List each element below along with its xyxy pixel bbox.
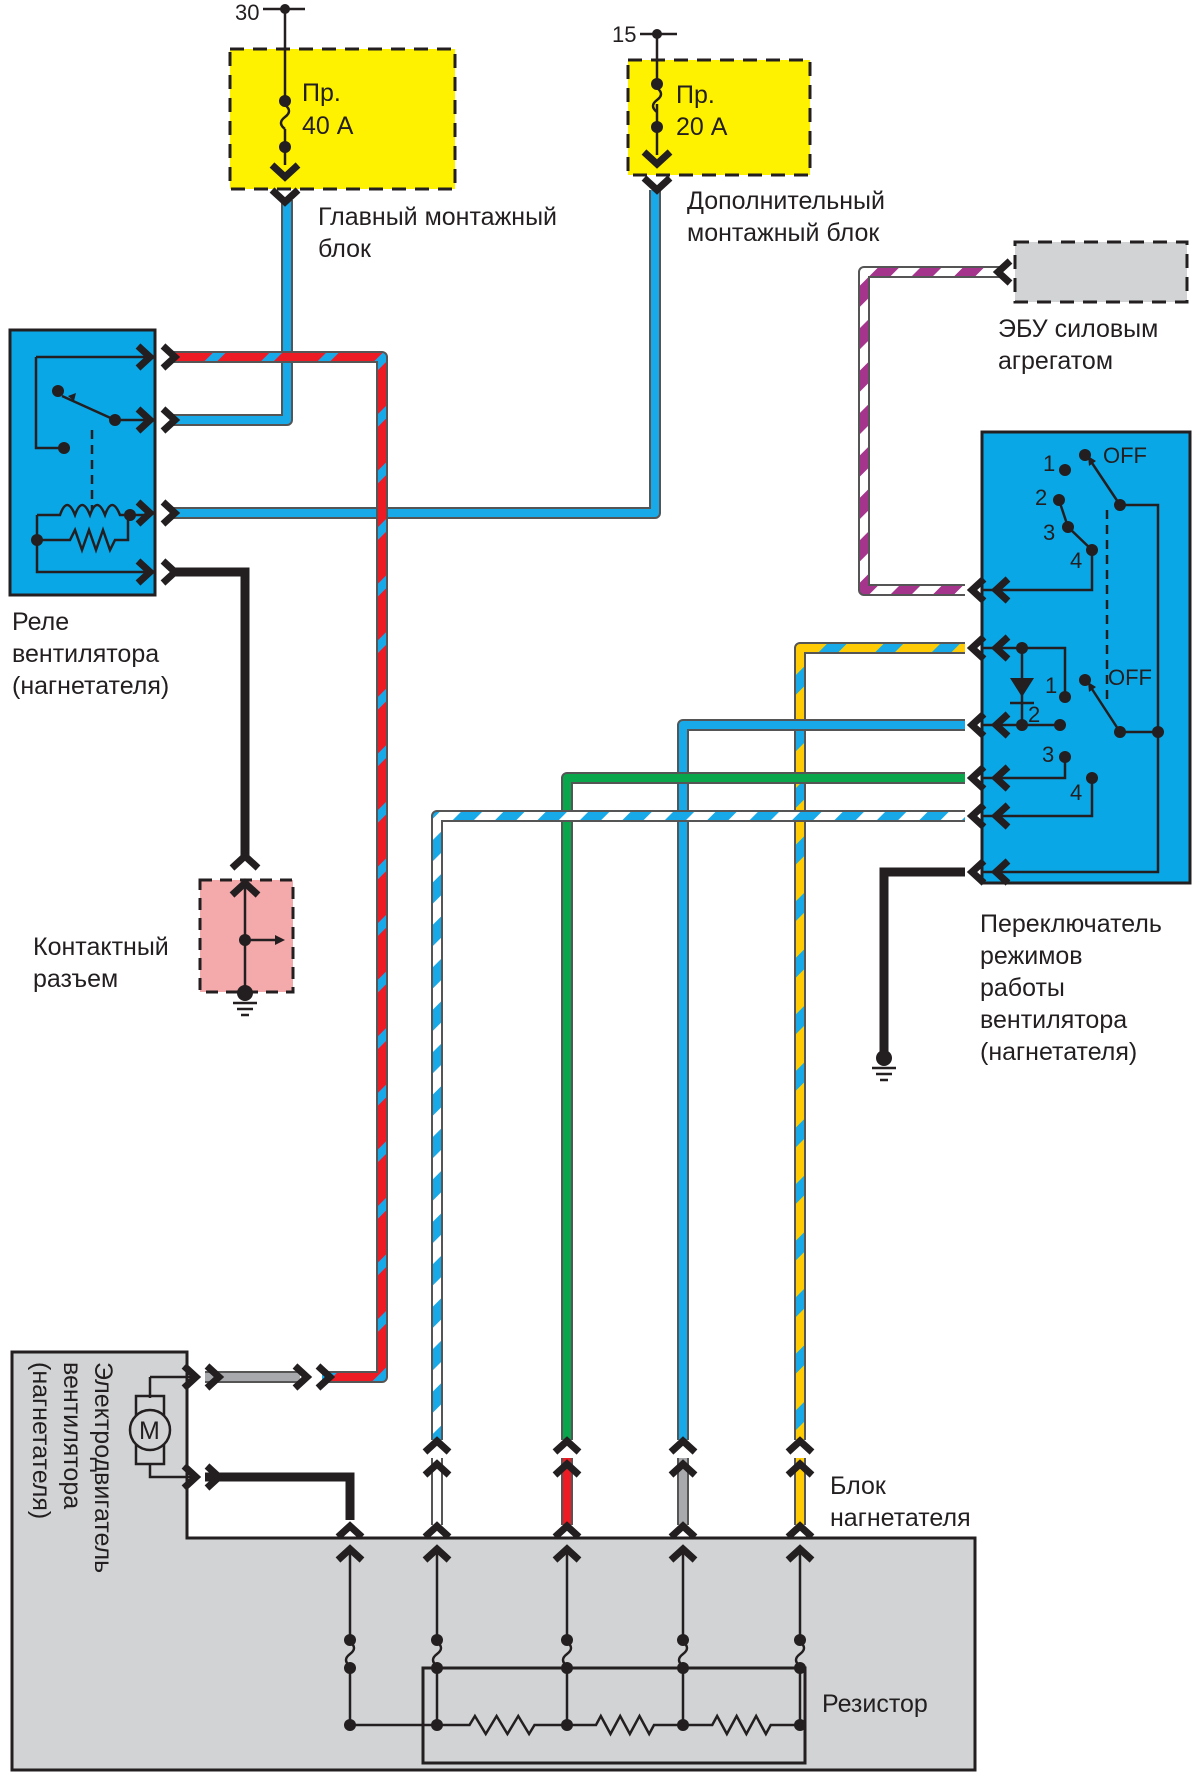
ecu-label-1: ЭБУ силовым [998,315,1158,343]
connector-chevron [668,1436,698,1455]
node-dot [344,1634,356,1646]
relay-label-3: (нагнетателя) [12,672,169,700]
node-dot [561,1634,573,1646]
lower-pos-2: 2 [1028,702,1040,727]
upper-pos-1: 1 [1043,451,1055,476]
ecu-box [1013,240,1189,304]
switch-label-1: Переключатель [980,910,1162,938]
resistor-element [683,1713,800,1737]
node-dot [431,1634,443,1646]
main-block-label-1: Главный монтажный [318,203,557,231]
connector-chevron [668,1544,698,1563]
motor-label-3: (нагнетателя) [27,1362,55,1519]
main-fuse: 30 Пр. 40 А [235,0,354,207]
relay-label-1: Реле [12,608,69,636]
connector-label-2: разъем [33,965,118,993]
aux-fuse: 15 Пр. 20 А [612,22,728,195]
connector-chevron [668,1521,698,1540]
connector-chevron [552,1436,582,1455]
fuse-40-rating: 40 А [302,112,354,140]
connector-chevron [422,1436,452,1455]
relay-internals [31,343,181,586]
switch-label-3: работы [980,974,1065,1002]
node-dot [794,1662,806,1674]
connector-chevron [335,1544,365,1563]
resistor-label: Резистор [822,1690,928,1718]
motor-label-2: вентилятора [58,1362,86,1509]
fuse-40-prefix: Пр. [302,79,341,107]
fuse-20-prefix: Пр. [676,81,715,109]
lower-pos-1: 1 [1045,673,1057,698]
connector-label-1: Контактный [33,933,169,961]
upper-pos-2: 2 [1035,485,1047,510]
node-dot [344,1662,356,1674]
node-dot [677,1662,689,1674]
relay-box [8,328,157,597]
node-dot [561,1662,573,1674]
node-dot [677,1634,689,1646]
terminal-15-label: 15 [612,22,636,47]
resistor-element [567,1713,683,1737]
terminal-30-label: 30 [235,0,259,25]
connector-chevron [422,1544,452,1563]
lower-pos-3: 3 [1042,742,1054,767]
wire-black-motor-to-blower [205,1472,355,1520]
motor-label: Электродвигатель вентилятора (нагнетател… [27,1362,117,1573]
lower-pos-4: 4 [1070,780,1082,805]
wire-black-switch-to-ground [879,867,965,1055]
switch-label-2: режимов [980,942,1083,970]
connector-chevron [552,1459,582,1478]
connector-chevron [335,1521,365,1540]
connector-chevron [785,1521,815,1540]
node-dot [431,1662,443,1674]
blower-block-label-1: Блок [830,1472,887,1500]
upper-off-label: OFF [1103,443,1147,468]
connector-chevron [668,1459,698,1478]
wire-blue-main-to-relay [172,200,293,426]
upper-pos-4: 4 [1070,548,1082,573]
motor-symbol: M [139,1417,160,1445]
connector-chevron [422,1521,452,1540]
wire-violet-ecu-to-switch [858,266,1000,596]
blower-connectors [335,1436,815,1563]
node-dot [794,1634,806,1646]
switch-label-4: вентилятора [980,1006,1127,1034]
motor-icon: M [128,1363,336,1491]
contact-connector-internals [229,851,285,1017]
relay-label-2: вентилятора [12,640,159,668]
resistor-element [437,1713,567,1737]
connector-chevron [552,1521,582,1540]
mode-switch-internals: 1 2 3 4 OFF 1 2 3 4 OFF [966,258,1164,886]
connector-chevron [552,1544,582,1563]
connector-chevron [785,1544,815,1563]
resistor-network [344,1552,807,1765]
aux-block-label-2: монтажный блок [687,219,880,247]
mode-switch-box [980,430,1192,885]
ground-icon [872,1050,896,1082]
main-fuse-box [228,47,457,191]
wires [172,190,1000,1525]
blower-block-label-2: нагнетателя [830,1504,971,1532]
wire-blue-switch-to-blower [677,719,965,1440]
switch-label-5: (нагнетателя) [980,1038,1137,1066]
connector-chevron [785,1436,815,1455]
main-block-label-2: блок [318,235,372,263]
lower-off-label: OFF [1108,665,1152,690]
motor-label-1: Электродвигатель [89,1362,117,1573]
wire-black-relay-to-connector [172,567,250,858]
wire-green [561,772,965,1440]
blower-block-body [10,1350,977,1772]
aux-block-label-1: Дополнительный [687,187,885,215]
connector-chevron [422,1459,452,1478]
fuse-20-rating: 20 А [676,113,728,141]
ecu-label-2: агрегатом [998,347,1113,375]
connector-chevron [785,1459,815,1478]
upper-pos-3: 3 [1043,520,1055,545]
resistor-box [421,1666,807,1765]
